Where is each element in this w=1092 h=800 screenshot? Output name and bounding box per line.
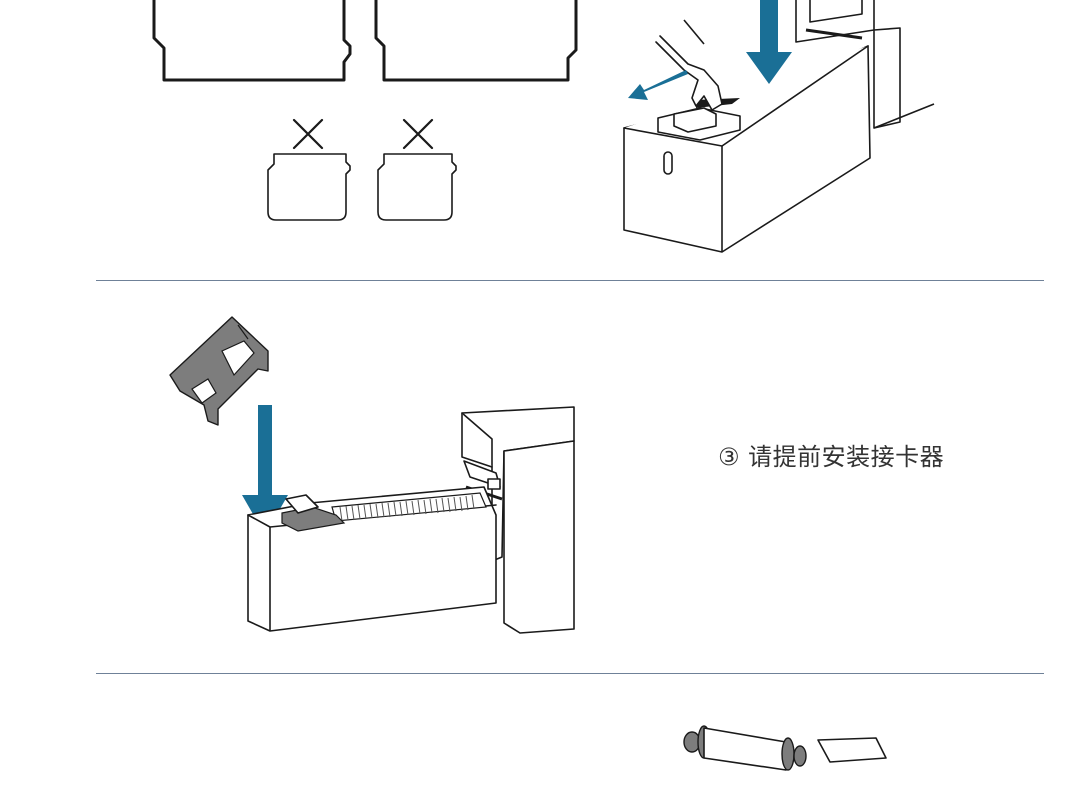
ribbon-roll-illustration xyxy=(683,725,887,771)
x-mark-icon xyxy=(402,118,434,150)
step3-caption: ③ 请提前安装接卡器 xyxy=(718,443,945,471)
printer-illustration xyxy=(247,406,575,634)
card-outline-small-right xyxy=(377,153,457,221)
down-arrow-icon xyxy=(746,0,792,84)
section-divider xyxy=(96,280,1044,281)
top-illustration-panel xyxy=(0,0,1092,280)
left-arrow-icon xyxy=(628,70,688,100)
down-arrow-icon xyxy=(242,405,288,535)
printer-hopper-illustration xyxy=(623,0,935,253)
card-outline-large-right xyxy=(374,0,578,82)
step3-panel: ③ 请提前安装接卡器 xyxy=(0,281,1092,673)
x-mark-icon xyxy=(292,118,324,150)
card-adapter-part xyxy=(169,316,269,426)
card-outline-large-left xyxy=(152,0,352,82)
card-outline-small-left xyxy=(267,153,351,221)
section-divider xyxy=(96,673,1044,674)
bottom-illustration-panel xyxy=(0,674,1092,771)
